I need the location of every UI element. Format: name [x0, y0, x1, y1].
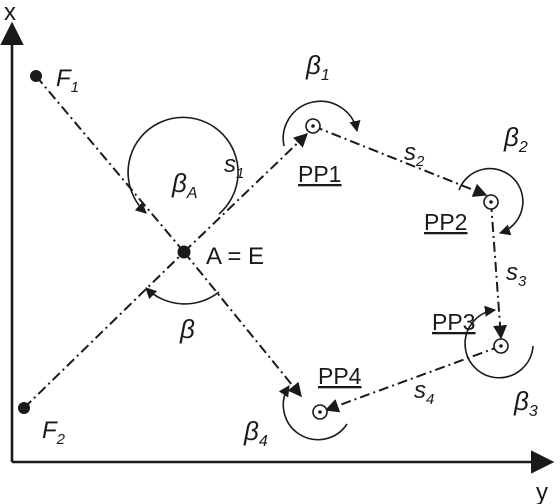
line-f1-a [35, 75, 185, 253]
label-beta4: β4 [243, 416, 268, 450]
label-s3: s3 [506, 259, 527, 290]
label-s4: s4 [414, 377, 434, 408]
arc-beta3 [464, 305, 534, 379]
point-f2-dot [18, 402, 30, 414]
pp2-marker [483, 194, 499, 210]
label-pp1: PP1 [298, 161, 341, 187]
pp3-marker [493, 338, 509, 354]
line-pp2-pp3 [490, 201, 508, 340]
label-beta3: β3 [513, 386, 538, 420]
label-f2: F2 [42, 417, 66, 448]
label-f1: F1 [56, 65, 79, 96]
arc-beta [145, 287, 220, 305]
x-axis-label: x [4, 0, 16, 26]
line-pp3-pp4 [324, 345, 502, 413]
point-a-dot [177, 245, 191, 259]
arc-beta2 [458, 167, 524, 236]
label-a-e: A = E [206, 243, 264, 270]
label-beta1: β1 [305, 50, 330, 84]
label-s2: s2 [404, 139, 425, 170]
label-pp3: PP3 [432, 309, 475, 335]
line-a-pp1 [183, 133, 309, 253]
label-pp2: PP2 [424, 209, 467, 235]
point-f1-dot [30, 70, 42, 82]
line-pp1-pp2 [312, 125, 488, 197]
label-s1: s1 [224, 151, 244, 182]
arc-beta4 [278, 385, 348, 441]
y-axis-label: y [536, 479, 548, 504]
pp1-marker [305, 118, 321, 134]
arc-beta-a [127, 116, 239, 215]
pp4-marker [312, 404, 328, 420]
line-f2-a [23, 251, 185, 409]
line-pp4-a [183, 251, 302, 398]
label-beta2: β2 [503, 122, 528, 156]
label-beta-a: βA [171, 168, 198, 202]
label-pp4: PP4 [318, 363, 362, 389]
label-beta: β [179, 314, 195, 344]
arc-beta1 [282, 100, 361, 147]
